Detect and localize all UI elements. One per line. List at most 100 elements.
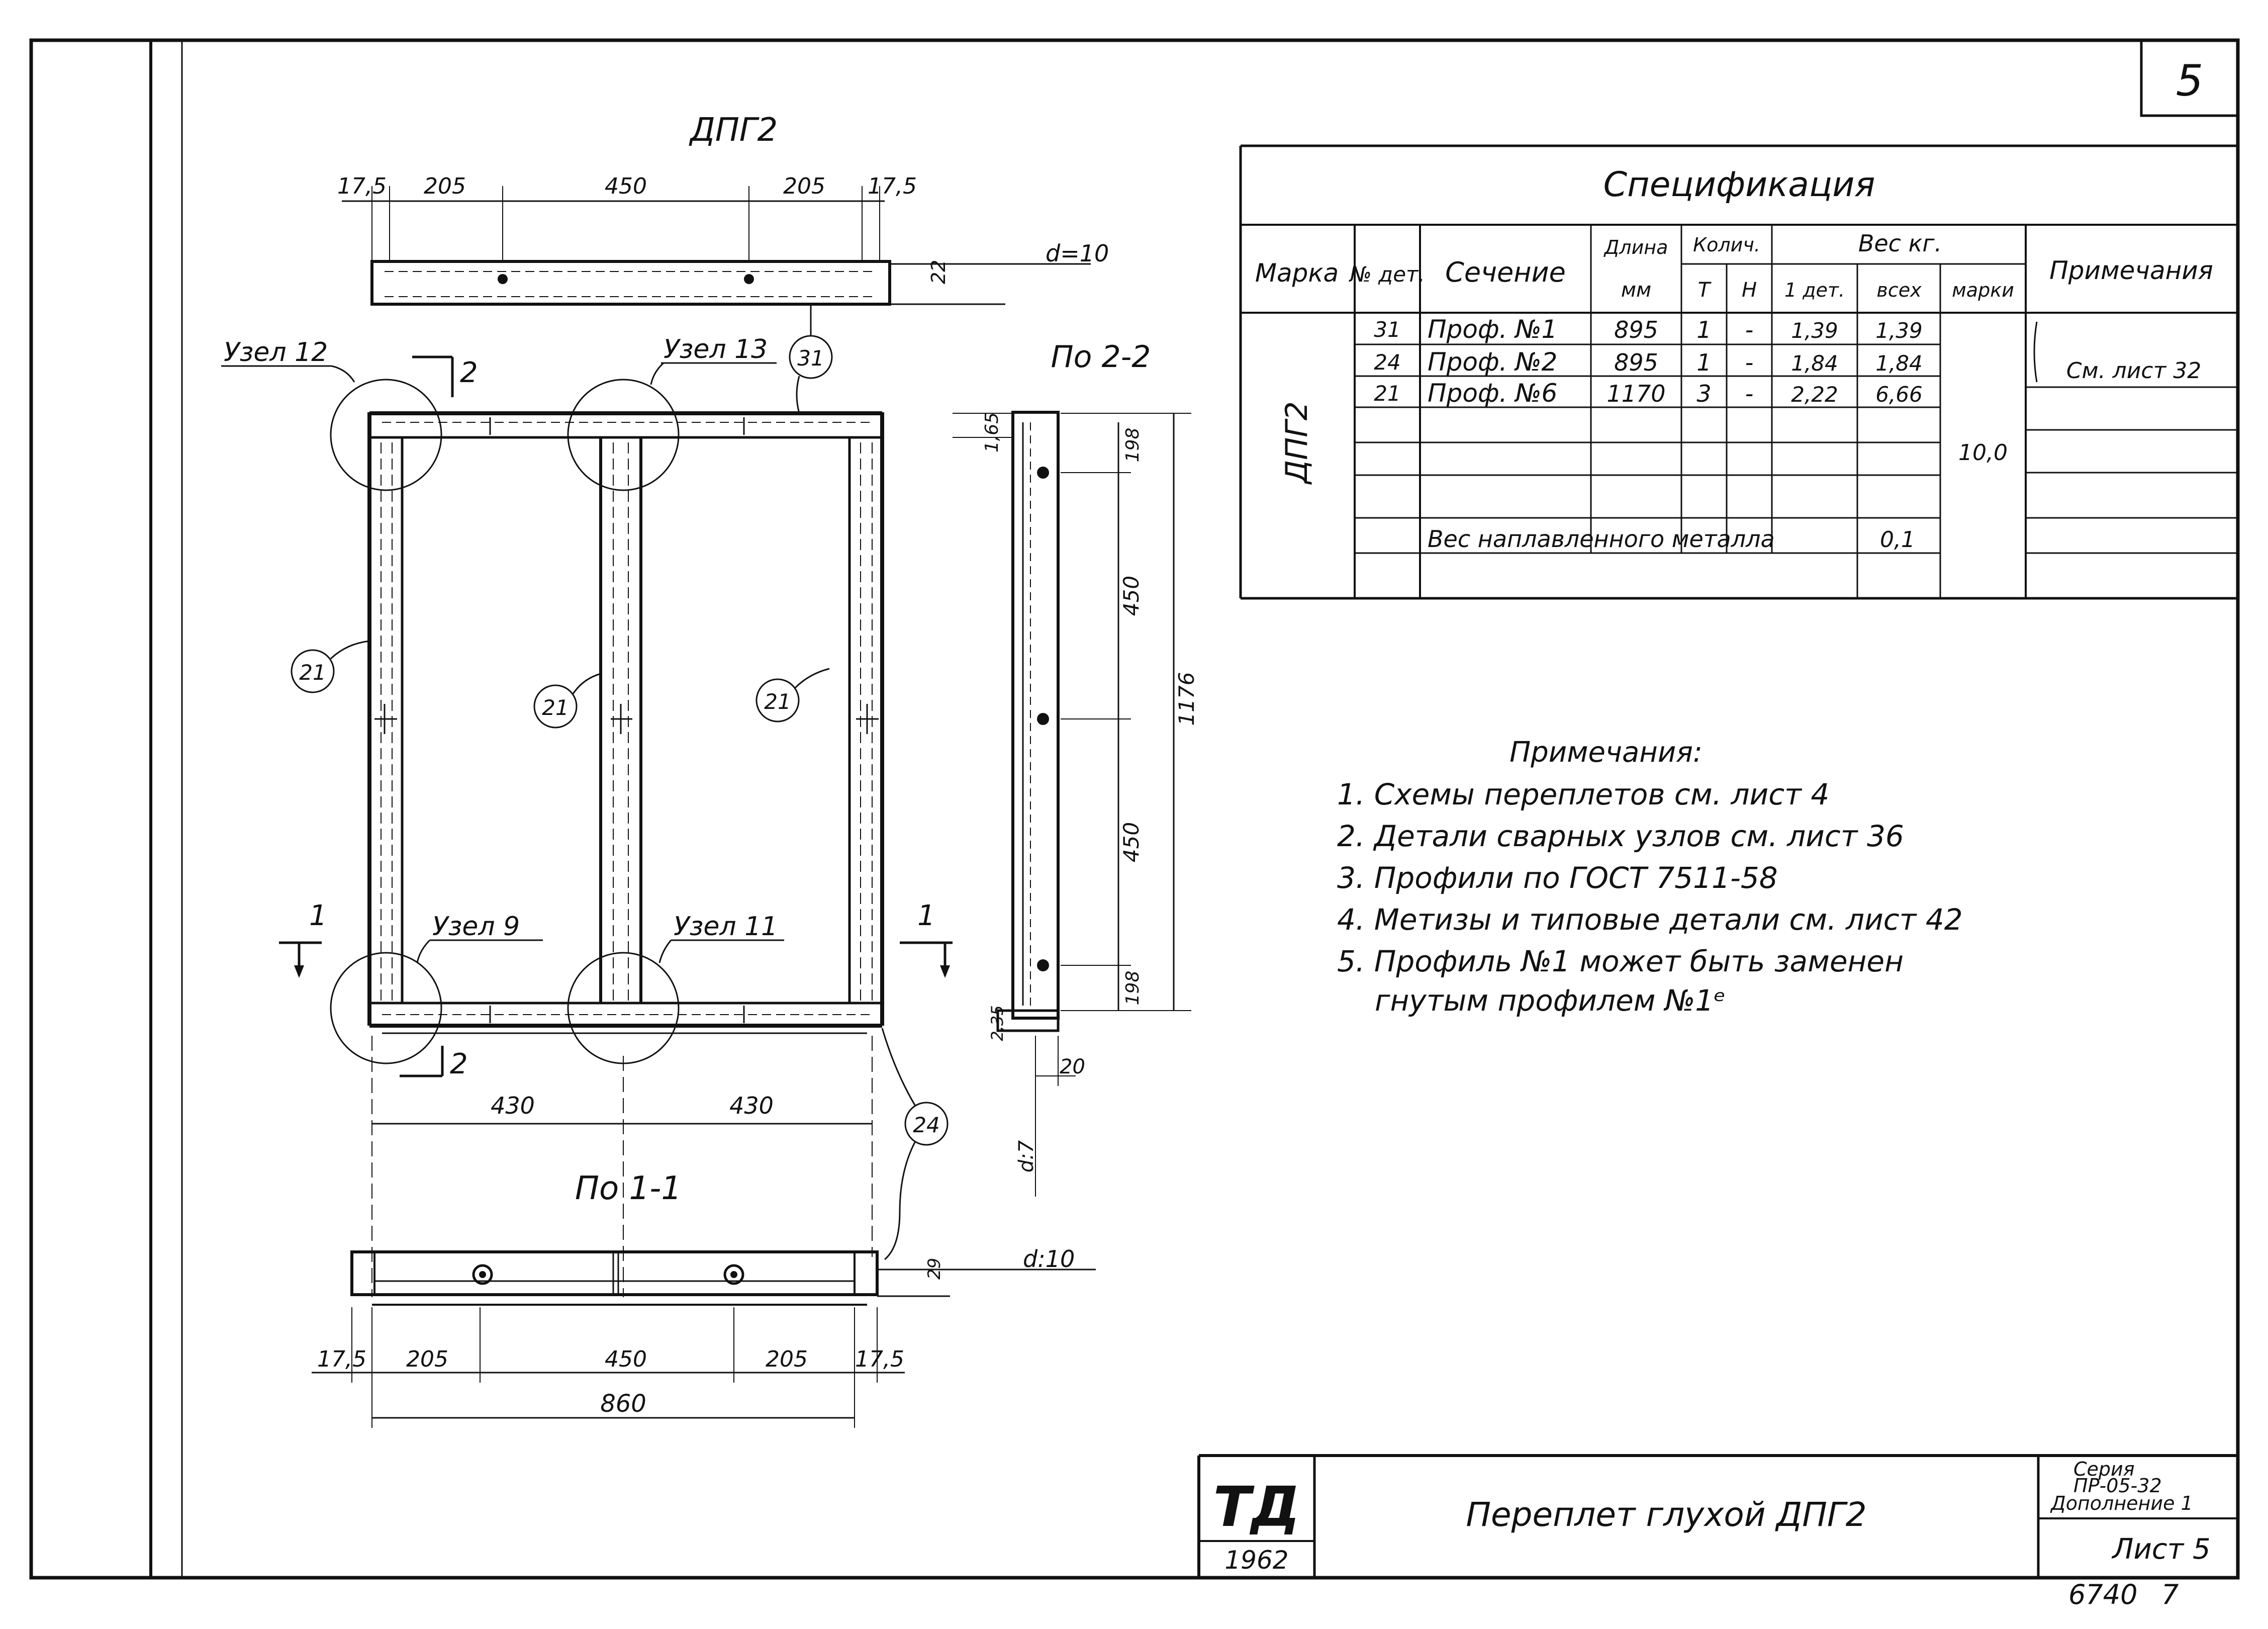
bottom-dim-860: 860	[600, 1390, 646, 1418]
callout-31: 31	[789, 304, 833, 414]
cut-mark-1-right: 1	[900, 899, 953, 978]
spec-marka-value: ДПГ2	[1279, 401, 1314, 485]
title-block-logo: ТД	[1213, 1475, 1300, 1539]
top-dim-205-left: 205	[424, 173, 466, 199]
node-label-uzel12: Узел 12	[224, 337, 328, 368]
bottom-430-dimension: 430 430	[371, 1036, 873, 1297]
sheet-number: 5	[2176, 56, 2204, 106]
section-1-title: По 1-1	[575, 1170, 682, 1207]
spec-row3-length: 1170	[1606, 380, 1665, 407]
callout-24: 24	[881, 1028, 949, 1260]
bottom-code-b: 7	[2161, 1579, 2179, 1610]
spec-weld-value: 0,1	[1880, 527, 1915, 553]
cut-2-top-label: 2	[460, 356, 478, 389]
cut-mark-2-bottom: 2	[400, 1046, 468, 1080]
note-2: 2. Детали сварных узлов см. лист 36	[1337, 819, 1904, 853]
section-2-title: По 2-2	[1051, 339, 1151, 375]
spec-row2-w1: 1,84	[1791, 351, 1838, 376]
bottom-dim-450: 450	[605, 1346, 647, 1372]
spec-table: Спецификация Марка № дет. Сечение Длина …	[1239, 144, 2238, 600]
title-block-name: Переплет глухой ДПГ2	[1466, 1495, 1866, 1534]
sec2-dim-165: 1,65	[982, 412, 1002, 452]
spec-row1-t: 1	[1696, 316, 1711, 343]
bottom-dim-430-a: 430	[491, 1092, 535, 1119]
section-2-2: По 2-2 198 450 450 198 1176 1,65 2,35 20…	[953, 339, 1199, 1197]
spec-row2-t: 1	[1696, 349, 1711, 376]
spec-row1-w1: 1,39	[1791, 318, 1838, 343]
spec-header-sechenie: Сечение	[1445, 256, 1566, 288]
title-block-series-1: Серия	[2073, 1458, 2135, 1480]
cut-mark-1-left: 1	[279, 899, 327, 978]
bottom-dim-175-right: 17,5	[855, 1346, 904, 1372]
sec1-thickness-label: d:10	[1023, 1245, 1075, 1273]
sec2-dim-total: 1176	[1174, 672, 1199, 726]
title-block: ТД 1962 Переплет глухой ДПГ2 Серия ПР-05…	[1197, 1454, 2238, 1578]
callout-21-mid-label: 21	[542, 695, 569, 720]
bottom-dim-175-left: 17,5	[317, 1346, 366, 1372]
notes-block: Примечания: 1. Схемы переплетов см. лист…	[1337, 736, 1963, 1018]
spec-row3-n: -	[1745, 380, 1754, 407]
cut-1-left-label: 1	[309, 899, 327, 932]
note-3: 3. Профили по ГОСТ 7511-58	[1337, 861, 1778, 895]
spec-row2-section: Проф. №2	[1428, 347, 1557, 377]
sec2-dim-20: 20	[1060, 1055, 1085, 1078]
spec-weight-marki: 10,0	[1958, 440, 2008, 466]
sec2-dim-235: 2,35	[988, 1005, 1007, 1041]
note-4: 4. Метизы и типовые детали см. лист 42	[1337, 902, 1963, 937]
spec-header-dlina-unit: мм	[1621, 279, 1651, 302]
note-1: 1. Схемы переплетов см. лист 4	[1337, 777, 1829, 811]
spec-header-ves-all: всех	[1876, 279, 1922, 301]
sec2-dim-450-b: 450	[1119, 822, 1144, 862]
sheet-frame	[29, 38, 2240, 1580]
spec-row3-w1: 2,22	[1791, 382, 1838, 407]
spec-row3-t: 3	[1696, 380, 1711, 407]
spec-header-n: Н	[1742, 279, 1757, 302]
main-view-title: ДПГ2	[689, 112, 778, 149]
spec-row2-length: 895	[1614, 349, 1658, 376]
section-1-1: По 1-1 d:10 29 17,5 205 450 205 17,5 860	[312, 1170, 1096, 1428]
main-view: ДПГ2 17,5 205 450 205 17,5 d=10 2	[221, 112, 1109, 1297]
spec-row1-n: -	[1745, 316, 1754, 343]
top-dim-205-right: 205	[783, 173, 825, 199]
callout-21-left-label: 21	[299, 660, 326, 685]
node-label-13: Узел 13	[650, 334, 777, 385]
spec-row2-wall: 1,84	[1875, 351, 1923, 376]
spec-header-notes: Примечания	[2049, 256, 2213, 285]
spec-row2-n: -	[1745, 349, 1754, 376]
top-dim-450: 450	[605, 173, 647, 199]
notes-title: Примечания:	[1509, 736, 1703, 769]
spec-row1-det: 31	[1374, 317, 1400, 342]
bottom-dim-205-left: 205	[406, 1346, 448, 1372]
callout-21-right: 21	[755, 668, 830, 722]
spec-header-marka: Марка	[1255, 258, 1339, 288]
spec-header-ves: Вес кг.	[1858, 230, 1942, 257]
top-height-label: 22	[927, 260, 950, 284]
callout-21-mid: 21	[533, 673, 601, 729]
bottom-dim-430-b: 430	[729, 1092, 774, 1119]
title-block-series-3: Дополнение 1	[2050, 1492, 2193, 1514]
cut-1-right-label: 1	[917, 899, 935, 932]
title-block-year: 1962	[1224, 1546, 1288, 1575]
spec-row2-det: 24	[1374, 350, 1400, 375]
spec-header-ves-1: 1 дет.	[1784, 279, 1845, 301]
top-dimension-row: 17,5 205 450 205 17,5	[337, 173, 917, 261]
spec-header-kolich: Колич.	[1693, 234, 1760, 256]
bottom-dim-205-right: 205	[766, 1346, 808, 1372]
sec2-dim-198-bottom: 198	[1122, 971, 1143, 1006]
top-plan-strip: d=10 22	[370, 240, 1109, 306]
spec-note-ref: См. лист 32	[2066, 358, 2201, 384]
top-thickness-label: d=10	[1046, 240, 1109, 267]
spec-row3-wall: 6,66	[1875, 382, 1923, 407]
node-label-12: Узел 12	[221, 337, 355, 383]
cut-mark-2-top: 2	[412, 355, 478, 397]
top-dim-175-left: 17,5	[337, 173, 387, 199]
spec-row3-section: Проф. №6	[1428, 379, 1557, 408]
callout-24-label: 24	[913, 1113, 939, 1137]
node-label-uzel13: Узел 13	[664, 334, 768, 365]
cut-2-bottom-label: 2	[450, 1048, 468, 1080]
node-label-uzel11: Узел 11	[674, 912, 778, 942]
node-label-11: Узел 11	[658, 912, 784, 963]
title-block-sheet: Лист 5	[2111, 1533, 2210, 1566]
spec-header-ves-marki: марки	[1952, 279, 2014, 301]
